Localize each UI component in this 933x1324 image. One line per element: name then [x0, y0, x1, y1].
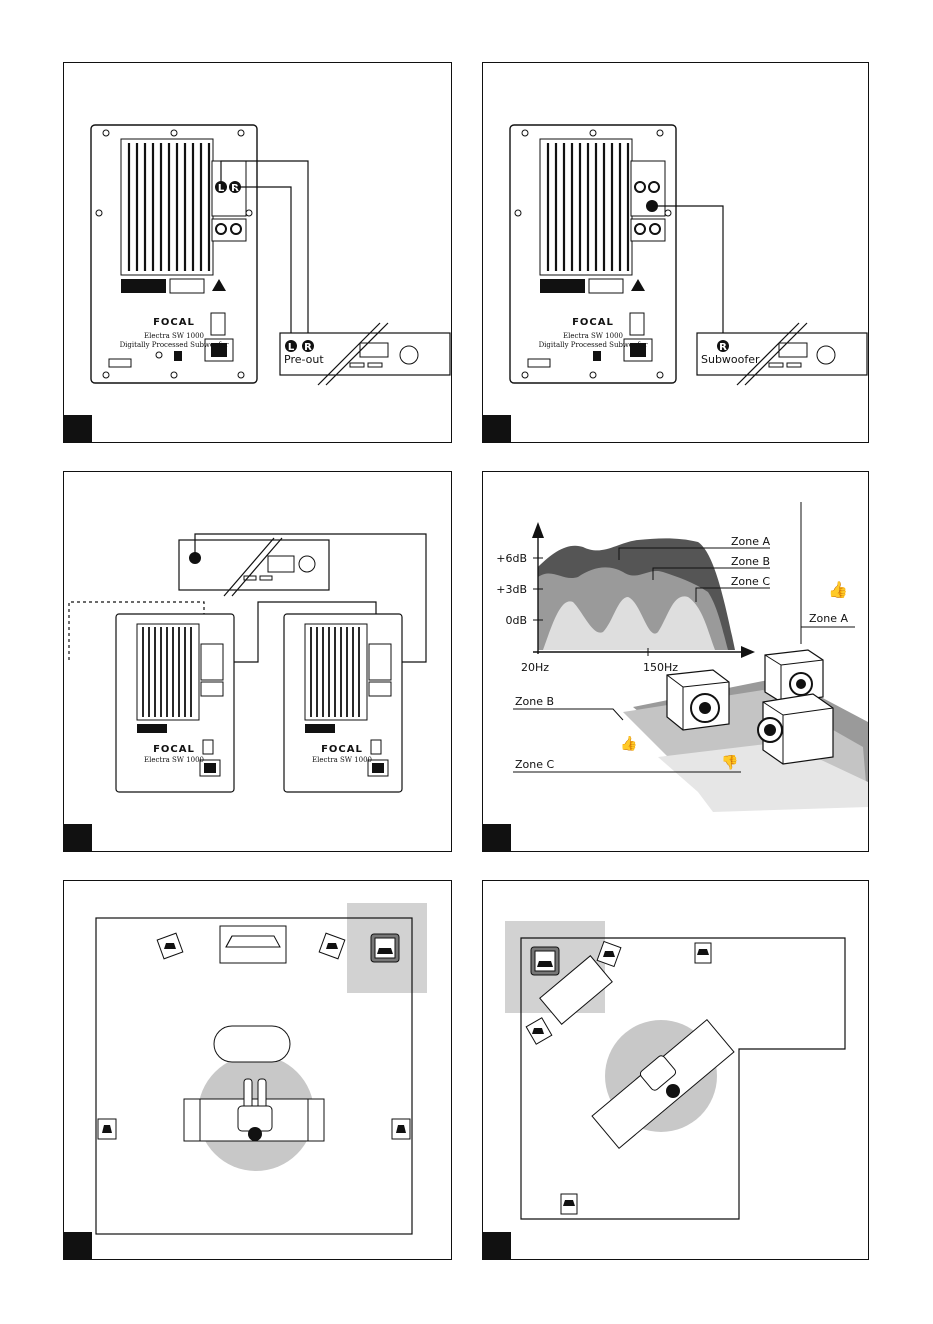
- subwoofer-rear-panel: FOCAL Electra SW 1000 Digitally Processe…: [510, 125, 676, 383]
- preout-r-label: R: [304, 342, 312, 353]
- x-tick-20hz: 20Hz: [521, 661, 549, 674]
- subwoofer-icon: [531, 947, 559, 975]
- model-name: Electra SW 1000: [312, 756, 372, 764]
- brand-logo: FOCAL: [153, 744, 195, 755]
- panel-5-diagram: [64, 881, 453, 1261]
- panel-1-diagram: FOCAL Electra SW 1000 Digitally Processe…: [64, 63, 453, 444]
- panel-frequency-zones: +6dB +3dB 0dB 20Hz 150Hz Zone A Zone B Z…: [482, 471, 869, 852]
- panel-corner-marker: [483, 824, 511, 851]
- speaker-front-left: [667, 670, 729, 730]
- thumb-sideways-icon: 👍: [620, 735, 637, 752]
- brand-logo: FOCAL: [153, 317, 195, 328]
- panel-dual-subwoofer: FOCAL Electra SW 1000 FOCAL Electra SW 1…: [63, 471, 452, 852]
- y-axis-arrow: [532, 522, 544, 538]
- subwoofer-icon: [371, 934, 399, 962]
- model-name: Electra SW 1000: [144, 332, 204, 340]
- panel-4-diagram: +6dB +3dB 0dB 20Hz 150Hz Zone A Zone B Z…: [483, 472, 870, 853]
- zone-c-label: Zone C: [731, 575, 771, 588]
- x-axis-arrow: [741, 646, 755, 658]
- zone-b-label: Zone B: [731, 555, 770, 568]
- panel-room-placement-rect: [63, 880, 452, 1260]
- panel-corner-marker: [483, 415, 511, 442]
- brand-logo: FOCAL: [572, 317, 614, 328]
- front-right-speaker-icon: [319, 933, 345, 959]
- zone-c-area: [543, 596, 715, 650]
- panel-corner-marker: [64, 824, 92, 851]
- x-tick-150hz: 150Hz: [643, 661, 678, 674]
- y-tick-0db: 0dB: [505, 614, 527, 627]
- panel-corner-marker: [64, 415, 92, 442]
- subwoofer-right: FOCAL Electra SW 1000: [284, 614, 402, 792]
- speaker-front-right: [758, 694, 833, 764]
- connector-r-label: R: [231, 183, 239, 194]
- receiver-unit: [179, 538, 329, 596]
- preout-l-label: L: [288, 342, 295, 353]
- panel-mono-subwoofer-out: FOCAL Electra SW 1000 Digitally Processe…: [482, 62, 869, 443]
- zone-a-side-label: Zone A: [809, 612, 849, 625]
- subwoofer-rear-panel: FOCAL Electra SW 1000 Digitally Processe…: [91, 125, 257, 383]
- panel-corner-marker: [483, 1232, 511, 1259]
- panel-corner-marker: [64, 1232, 92, 1259]
- subwoofer-left: FOCAL Electra SW 1000: [116, 614, 234, 792]
- tv-screen: [220, 926, 286, 963]
- panel-6-diagram: [483, 881, 870, 1261]
- receiver-label: Subwoofer: [701, 353, 760, 366]
- zone-b-side-line: [513, 709, 623, 720]
- model-name: Electra SW 1000: [563, 332, 623, 340]
- thumbs-down-icon: 👎: [721, 754, 738, 771]
- brand-logo: FOCAL: [321, 744, 363, 755]
- front-right-speaker-icon: [695, 943, 711, 963]
- panel-room-placement-l-shape: [482, 880, 869, 1260]
- zone-b-side-label: Zone B: [515, 695, 554, 708]
- model-name: Electra SW 1000: [144, 756, 204, 764]
- model-subtitle: Digitally Processed Subwoofer: [120, 341, 230, 349]
- surround-speaker-icon: [561, 1194, 577, 1214]
- y-tick-6db: +6dB: [496, 552, 527, 565]
- front-left-speaker-icon: [157, 933, 183, 959]
- panel-2-diagram: FOCAL Electra SW 1000 Digitally Processe…: [483, 63, 870, 444]
- sub-out-r-label: R: [719, 342, 727, 353]
- coffee-table: [214, 1026, 290, 1062]
- zone-c-side-label: Zone C: [515, 758, 555, 771]
- panel-3-diagram: FOCAL Electra SW 1000 FOCAL Electra SW 1…: [64, 472, 453, 853]
- y-tick-3db: +3dB: [496, 583, 527, 596]
- panel-stereo-preout: FOCAL Electra SW 1000 Digitally Processe…: [63, 62, 452, 443]
- surround-right-speaker-icon: [392, 1119, 410, 1139]
- connector-l-label: L: [218, 183, 225, 194]
- model-subtitle: Digitally Processed Subwoofer: [539, 341, 649, 349]
- surround-left-speaker-icon: [98, 1119, 116, 1139]
- zone-a-label: Zone A: [731, 535, 771, 548]
- receiver-label: Pre-out: [284, 353, 324, 366]
- thumbs-up-icon: 👍: [828, 580, 848, 599]
- center-speaker-icon: [526, 1018, 552, 1044]
